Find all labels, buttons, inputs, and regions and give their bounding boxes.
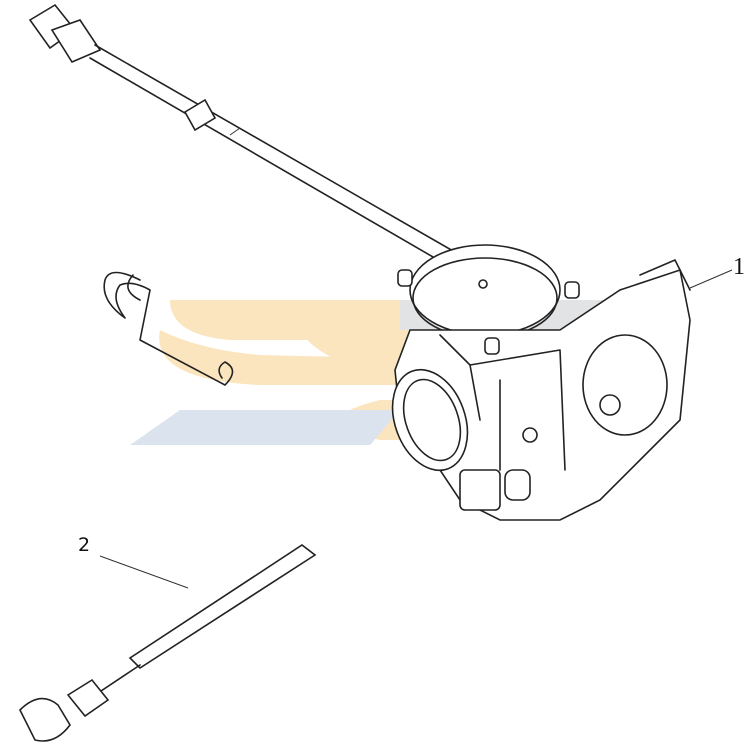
wire-clip <box>103 271 234 386</box>
leader-line-2 <box>99 555 189 589</box>
callout-1: 1 <box>733 254 745 280</box>
leader-line-1 <box>689 269 733 289</box>
choke-cable <box>19 544 317 742</box>
carburetor <box>391 244 691 521</box>
callout-2: 2 <box>78 534 91 556</box>
throttle-cable <box>28 3 461 269</box>
